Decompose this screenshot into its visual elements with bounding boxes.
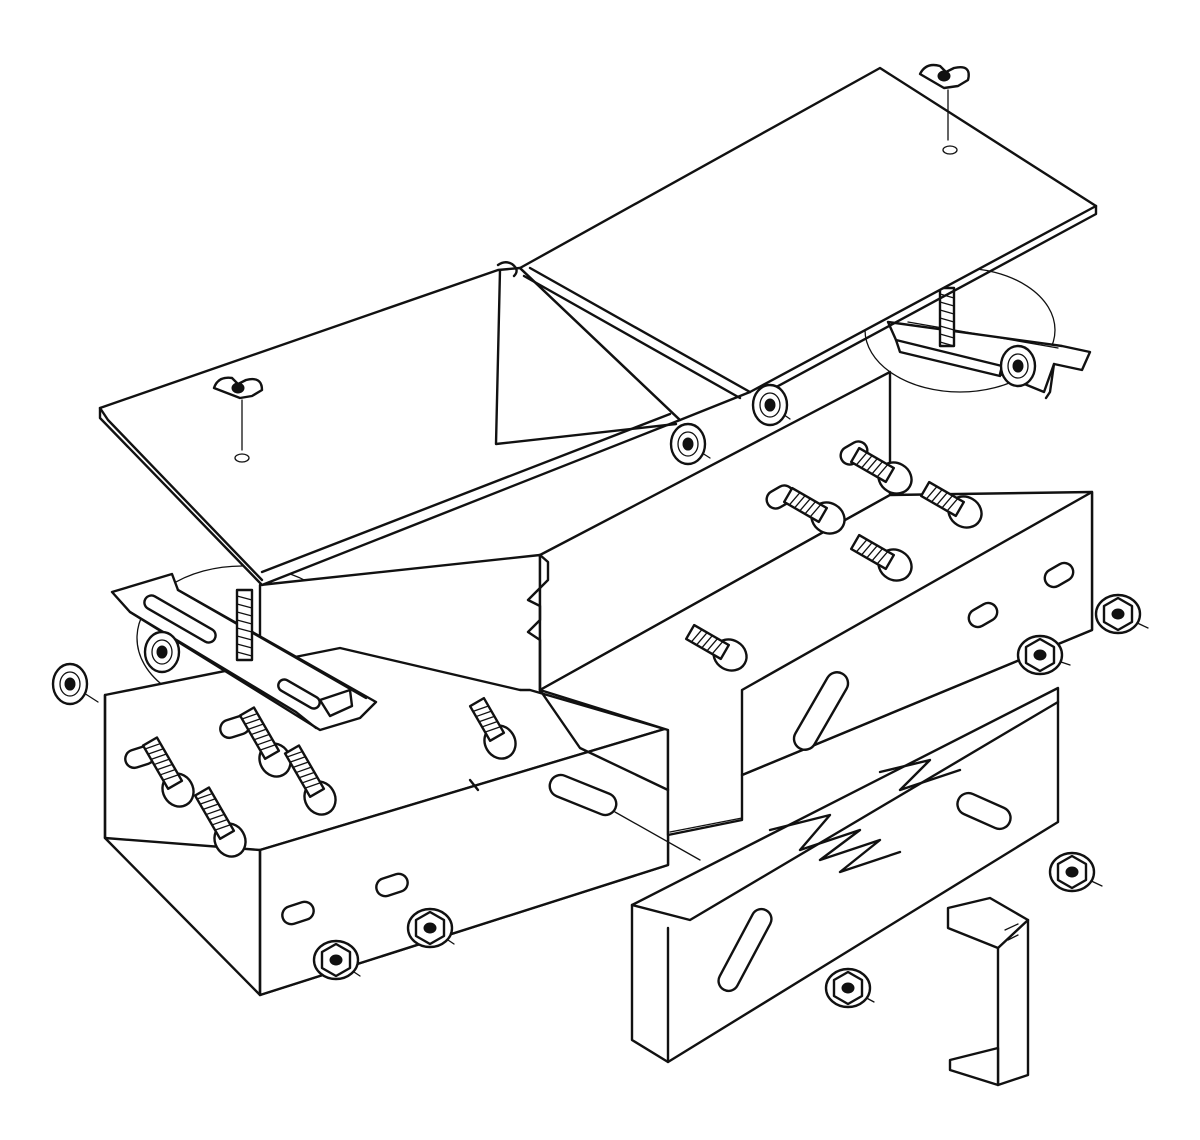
- carriage-bolt: [782, 486, 846, 535]
- washer: [143, 630, 181, 674]
- flange-nut: [1048, 851, 1103, 893]
- threaded-stud-left: [235, 588, 254, 662]
- washer: [669, 422, 711, 466]
- tray-section-left: [103, 553, 701, 997]
- flange-nut: [824, 967, 875, 1009]
- washer: [751, 383, 791, 427]
- flange-nut: [1016, 634, 1071, 676]
- washers: [51, 344, 1037, 706]
- carriage-bolts: [141, 446, 983, 858]
- flange-nuts: [312, 593, 1149, 1009]
- channel-clamp-right: [886, 320, 1092, 400]
- carriage-bolt: [468, 696, 517, 760]
- flange-nut: [406, 907, 455, 949]
- washer: [51, 662, 99, 706]
- flange-nut: [312, 939, 361, 981]
- hanger-bracket: [946, 896, 1030, 1087]
- splice-plate: [630, 686, 1060, 1064]
- carriage-bolt: [849, 446, 913, 495]
- carriage-bolt: [238, 706, 292, 778]
- carriage-bolt: [193, 786, 247, 858]
- wing-nut-right: [918, 63, 970, 155]
- carriage-bolt: [849, 533, 913, 582]
- carriage-bolt: [684, 623, 748, 672]
- carriage-bolt: [141, 736, 195, 808]
- tray-section-right: [526, 370, 1094, 837]
- cover-plate-right: [518, 66, 1098, 422]
- washer: [999, 344, 1037, 388]
- carriage-bolt: [919, 480, 983, 529]
- threaded-stud-right: [938, 286, 956, 348]
- flange-nut: [1094, 593, 1149, 635]
- wing-nut-left: [212, 376, 264, 463]
- carriage-bolt: [283, 744, 337, 816]
